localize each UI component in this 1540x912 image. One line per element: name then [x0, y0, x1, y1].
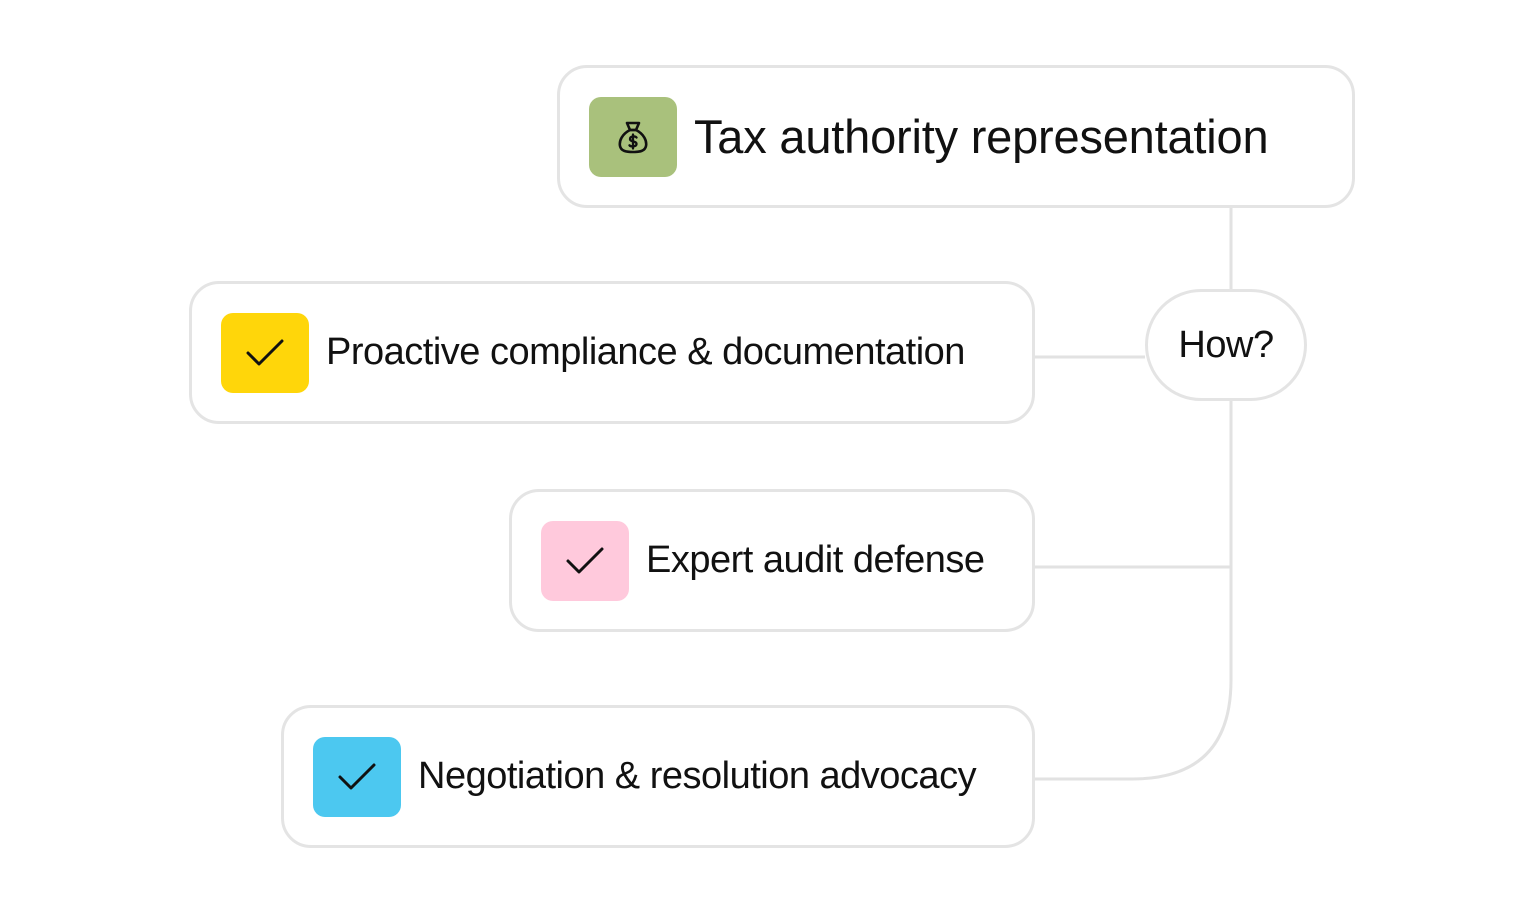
- how-connector-pill: How?: [1145, 289, 1307, 401]
- step-icon-box: [221, 312, 309, 393]
- how-label: How?: [1178, 323, 1274, 366]
- step-card-compliance: Proactive compliance & documentation: [189, 281, 1035, 424]
- step-icon-box: [541, 520, 629, 601]
- checkmark-icon: [565, 546, 605, 576]
- step-icon-box: [313, 736, 401, 817]
- root-title: Tax authority representation: [694, 110, 1269, 163]
- checkmark-icon: [337, 762, 377, 792]
- root-node-card: Tax authority representation: [557, 65, 1355, 208]
- step-card-negotiation: Negotiation & resolution advocacy: [281, 705, 1035, 848]
- step-label: Expert audit defense: [646, 539, 985, 581]
- checkmark-icon: [245, 338, 285, 368]
- step-label: Proactive compliance & documentation: [326, 331, 965, 373]
- money-bag-icon: [616, 119, 650, 155]
- connector-how-down-trunk: [1035, 401, 1233, 781]
- step-label: Negotiation & resolution advocacy: [418, 755, 977, 797]
- step-card-audit-defense: Expert audit defense: [509, 489, 1035, 632]
- root-icon-box: [589, 96, 677, 177]
